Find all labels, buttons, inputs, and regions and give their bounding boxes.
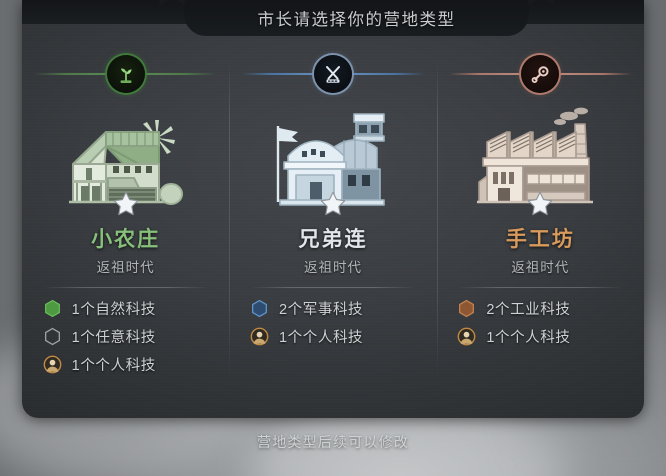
gear-wrench-icon: [528, 62, 552, 86]
hexagon-nature-icon: [43, 299, 62, 318]
perk-label: 1个个人科技: [71, 358, 156, 374]
badge-nature[interactable]: [106, 55, 145, 93]
person-avatar-icon: [43, 355, 62, 374]
perk-item: 2个军事科技: [250, 298, 416, 319]
selected-star-icon: [318, 189, 348, 219]
sprout-icon: [114, 62, 138, 86]
person-avatar-icon: [457, 327, 476, 346]
category-rail-row: [22, 52, 644, 96]
selection-panel: 市长请选择你的营地类型: [22, 0, 644, 418]
card-subtitle-farm: 返祖时代: [96, 260, 155, 275]
perk-label: 1个自然科技: [71, 302, 156, 318]
crossed-swords-icon: [321, 62, 345, 86]
rail-cell-industry: [437, 52, 644, 96]
perk-label: 2个工业科技: [486, 302, 571, 318]
card-artwork-farm: [22, 96, 229, 216]
perk-item: 1个自然科技: [43, 298, 209, 319]
badge-military[interactable]: [313, 55, 352, 93]
perk-item: 1个个人科技: [457, 326, 623, 347]
card-divider: [457, 287, 624, 288]
card-title-workshop: 手工坊: [505, 228, 575, 251]
camp-type-card-farm[interactable]: 小农庄 返祖时代 1个自然科技: [22, 96, 229, 396]
rail-cell-nature: [22, 52, 229, 96]
card-artwork-workshop: [437, 96, 644, 216]
rail-cell-military: [229, 52, 436, 96]
card-divider: [42, 287, 209, 288]
card-subtitle-brothers: 返祖时代: [303, 260, 362, 275]
selected-star-icon: [525, 189, 555, 219]
perk-item: 1个个人科技: [43, 354, 209, 375]
perk-label: 1个个人科技: [486, 330, 571, 346]
barracks-icon: [258, 102, 408, 214]
perk-label: 1个个人科技: [278, 330, 364, 346]
selected-star-icon: [111, 189, 141, 219]
perk-label: 1个任意科技: [71, 330, 156, 346]
badge-industry[interactable]: [521, 55, 560, 93]
card-title-brothers: 兄弟连: [298, 228, 368, 251]
card-subtitle-workshop: 返祖时代: [511, 260, 570, 275]
footer-hint: 营地类型后续可以修改: [257, 434, 409, 450]
camp-type-card-brothers[interactable]: 兄弟连 返祖时代 2个军事科技: [229, 60, 436, 396]
title-banner: 市长请选择你的营地类型: [184, 0, 529, 36]
card-perk-list-workshop: 2个工业科技 1个个人科技: [457, 298, 623, 347]
perk-item: 2个工业科技: [457, 298, 623, 319]
perk-label: 2个军事科技: [278, 302, 364, 318]
hexagon-any-icon: [43, 327, 62, 346]
factory-icon: [465, 102, 615, 214]
card-perk-list-farm: 1个自然科技 1个任意科技: [43, 298, 209, 375]
card-title-farm: 小农庄: [91, 228, 161, 251]
perk-item: 1个个人科技: [250, 326, 416, 347]
perk-item: 1个任意科技: [43, 326, 209, 347]
hexagon-military-icon: [250, 299, 269, 318]
card-perk-list-brothers: 2个军事科技 1个个人科技: [250, 298, 416, 347]
hexagon-industry-icon: [457, 299, 476, 318]
person-avatar-icon: [250, 327, 269, 346]
page-title: 市长请选择你的营地类型: [257, 11, 456, 29]
camp-type-card-workshop[interactable]: 手工坊 返祖时代 2个工业科技: [436, 60, 644, 396]
card-divider: [249, 287, 416, 288]
card-artwork-brothers: [229, 96, 436, 216]
camp-type-card-list: 小农庄 返祖时代 1个自然科技: [22, 60, 644, 396]
